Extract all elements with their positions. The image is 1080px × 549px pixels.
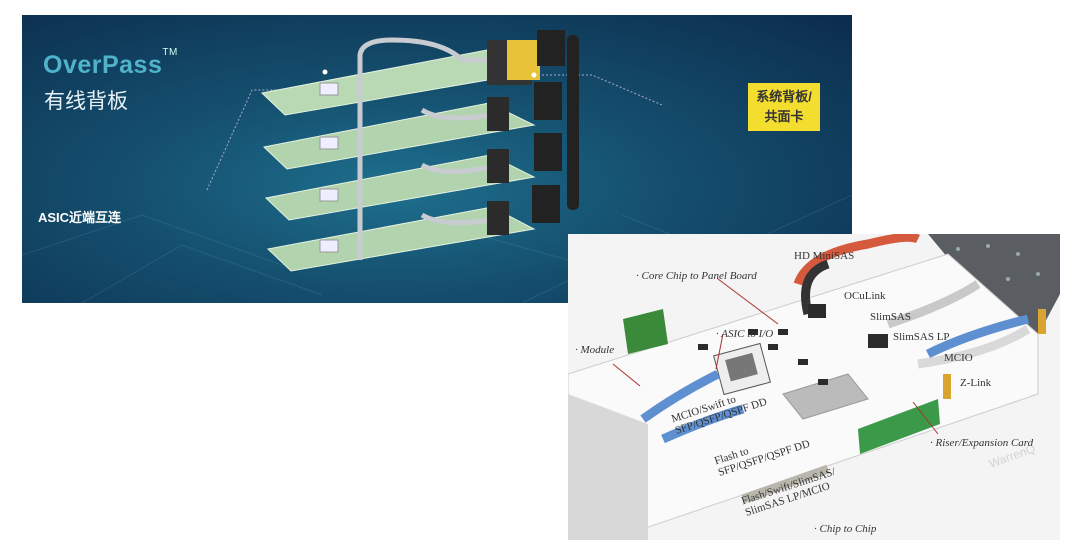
overpass-backplane-image: OverPassTM 有线背板 ASIC近端互连 系统背板/ 共面卡 xyxy=(22,15,852,303)
backplane-tag-line1: 系统背板/ xyxy=(756,89,812,104)
cables xyxy=(357,37,493,260)
zlink-connector xyxy=(943,374,951,399)
label-slimsas: SlimSAS xyxy=(870,311,911,323)
label-hd-minisas: HD MiniSAS xyxy=(794,250,855,262)
server-interconnect-image: HD MiniSAS · Core Chip to Panel Board OC… xyxy=(568,234,1060,540)
label-zlink: Z-Link xyxy=(960,377,992,389)
backplane-tag-line2: 共面卡 xyxy=(764,109,804,124)
label-oculink: OCuLink xyxy=(844,290,886,302)
callout-lines xyxy=(612,278,939,435)
server-chassis-illustration xyxy=(568,234,1060,540)
asic-die xyxy=(725,352,758,382)
backplane-connectors xyxy=(532,30,579,223)
connectors xyxy=(698,304,888,385)
callout-lines xyxy=(206,74,663,191)
overpass-brand: OverPassTM xyxy=(43,47,178,80)
trademark: TM xyxy=(162,47,178,58)
stacked-boards-illustration xyxy=(22,30,852,303)
board-connectors xyxy=(487,97,509,235)
asic-chips xyxy=(319,82,339,253)
label-asic-io: · ASIC to I/O xyxy=(716,328,774,340)
label-mcio: MCIO xyxy=(944,352,973,364)
brand-text: OverPass xyxy=(43,51,163,79)
label-module: · Module xyxy=(575,344,615,356)
label-core-chip: · Core Chip to Panel Board xyxy=(636,270,757,282)
module-card xyxy=(623,309,668,354)
asic-label: ASIC近端互连 xyxy=(38,210,122,225)
label-slimsas-lp: SlimSAS LP xyxy=(893,331,950,343)
grid-holes xyxy=(956,244,1040,281)
cables xyxy=(640,234,1031,504)
backplane-tag: 系统背板/ 共面卡 xyxy=(748,83,820,131)
brand-subtitle: 有线背板 xyxy=(44,90,128,113)
label-chip-to-chip: · Chip to Chip xyxy=(814,523,877,535)
label-riser: · Riser/Expansion Card xyxy=(930,437,1034,449)
front-panel xyxy=(568,394,648,540)
riser-card xyxy=(858,399,940,454)
